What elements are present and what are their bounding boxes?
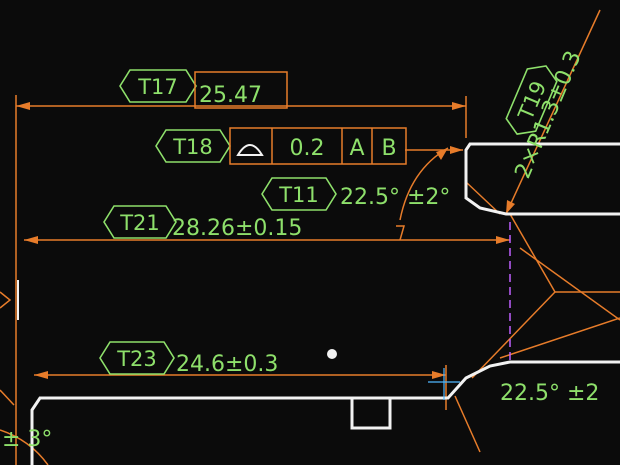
t18-datum-b: B — [381, 136, 396, 161]
converge-line-4 — [499, 317, 620, 359]
t23-arrow-left — [34, 371, 48, 379]
t21-arrow-left — [24, 236, 38, 244]
cursor-dot — [327, 349, 337, 359]
t11-annotation[interactable]: T11 22.5° ±2° — [261, 177, 450, 211]
t19-arrow — [506, 200, 515, 214]
t17-arrow-right — [452, 102, 466, 110]
t21-secondary-arrow — [396, 225, 405, 241]
lower-profile — [30, 360, 620, 465]
t11-arrow — [436, 148, 448, 160]
t19-leader — [505, 9, 601, 215]
profile-of-surface-icon — [236, 144, 264, 156]
t21-arrow-right — [496, 236, 510, 244]
dimension-lines — [0, 9, 620, 465]
t23-value: 24.6±0.3 — [176, 352, 278, 377]
t23-arrow-right — [432, 371, 446, 379]
left-angle-arc — [0, 429, 49, 465]
t11-value: 22.5° ±2° — [340, 185, 450, 210]
t11-tag-frame — [261, 177, 337, 211]
t19-annotation[interactable]: T19 2×R1.3±0.3 — [487, 38, 587, 183]
t17-value: 25.47 — [199, 83, 262, 108]
converge-line-5 — [519, 247, 620, 321]
t17-value-box — [194, 71, 288, 109]
angle-right-value[interactable]: 22.5° ±2 — [500, 381, 599, 406]
t18-leader-arrow — [450, 146, 463, 154]
converge-line-1 — [509, 213, 556, 293]
angle-left-value[interactable]: ± 3° — [2, 427, 52, 452]
t11-tag: T11 — [278, 183, 319, 207]
t18-tag: T18 — [172, 135, 213, 159]
t17-annotation[interactable]: T17 25.47 — [119, 69, 288, 109]
t21-tag: T21 — [119, 211, 160, 235]
t21-tag-frame — [103, 205, 177, 239]
t18-tolerance: 0.2 — [290, 136, 325, 161]
part-geometry — [17, 142, 620, 465]
t23-annotation[interactable]: T23 24.6±0.3 — [99, 341, 278, 377]
t19-tag-frame — [505, 65, 558, 135]
t17-arrow-left — [16, 102, 30, 110]
t17-tag: T17 — [137, 75, 178, 99]
converge-line-3 — [471, 291, 556, 379]
t18-datum-a: A — [349, 136, 364, 161]
t11-leader — [465, 181, 501, 215]
t23-tag: T23 — [116, 347, 157, 371]
t18-control-frame — [229, 127, 407, 165]
t17-tag-frame — [119, 69, 197, 103]
groove-profile — [350, 398, 392, 430]
left-arrowhead-shape — [0, 291, 12, 309]
t18-annotation[interactable]: T18 0.2 A B — [155, 127, 407, 165]
left-angle-line — [0, 389, 15, 406]
t21-value: 28.26±0.15 — [172, 216, 302, 241]
lower-leader — [454, 395, 481, 453]
upper-step-profile — [464, 142, 620, 216]
t21-annotation[interactable]: T21 28.26±0.15 — [103, 205, 302, 241]
t23-tag-frame — [99, 341, 175, 375]
